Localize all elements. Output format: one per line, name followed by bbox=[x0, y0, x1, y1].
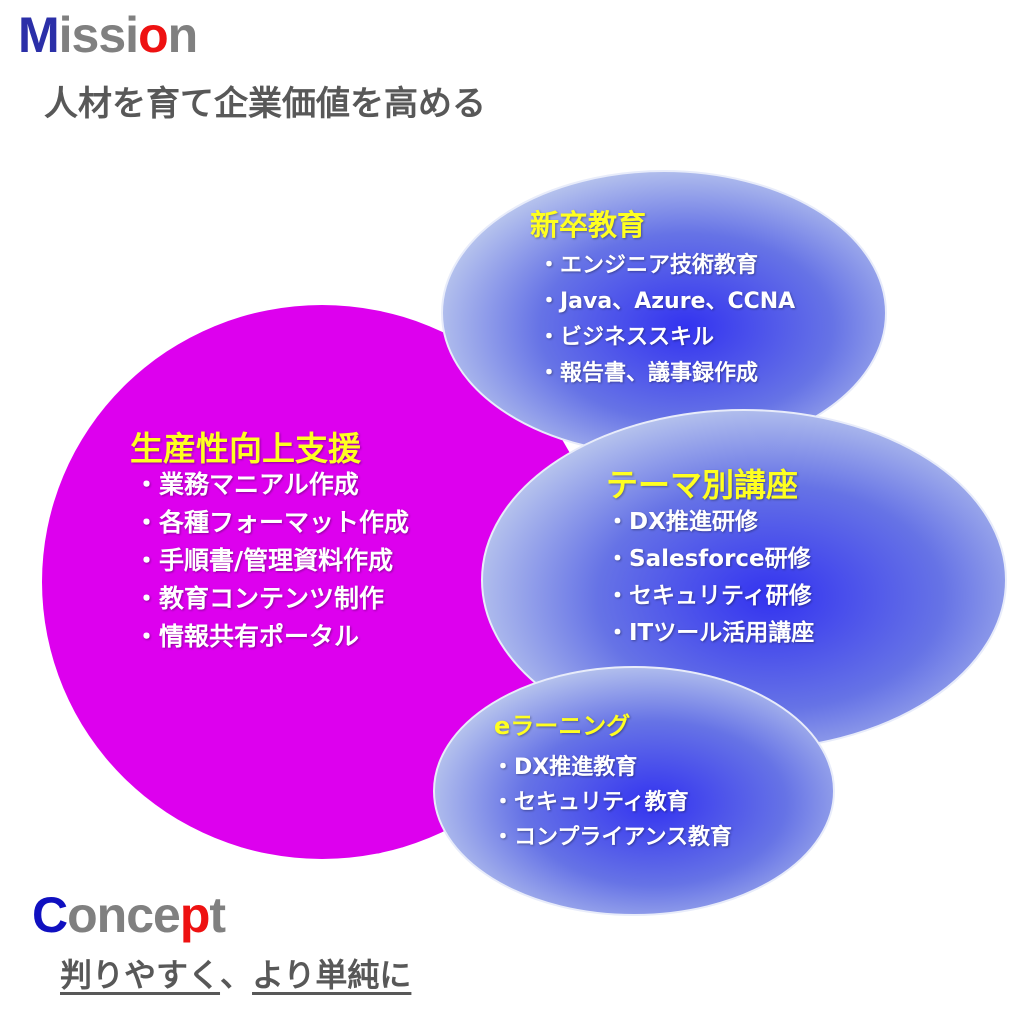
productivity-circle bbox=[42, 305, 602, 859]
list-item: ・ITツール活用講座 bbox=[606, 620, 815, 646]
elearning-title: eラーニング bbox=[494, 712, 631, 740]
list-item: ・手順書/管理資料作成 bbox=[134, 546, 394, 575]
concept-heading-part: once bbox=[67, 887, 181, 943]
list-item: ・DX推進研修 bbox=[606, 509, 758, 535]
theme-list: ・DX推進研修 ・Salesforce研修 ・セキュリティ研修 ・ITツール活用… bbox=[606, 504, 814, 652]
list-item: ・報告書、議事録作成 bbox=[538, 361, 759, 386]
list-item: ・各種フォーマット作成 bbox=[134, 508, 410, 537]
concept-statement-part: より単純に bbox=[252, 956, 412, 994]
list-item: ・Java、Azure、CCNA bbox=[538, 289, 796, 314]
concept-heading-part: C bbox=[32, 887, 68, 943]
concept-statement-part: 、 bbox=[220, 956, 253, 994]
mission-statement: 人材を育て企業価値を高める bbox=[44, 84, 486, 124]
list-item: ・Salesforce研修 bbox=[606, 546, 811, 572]
mission-heading-part: M bbox=[18, 7, 60, 63]
new-grad-title: 新卒教育 bbox=[530, 208, 647, 242]
mission-heading-part: o bbox=[138, 7, 169, 63]
list-item: ・セキュリティ教育 bbox=[492, 790, 689, 815]
theme-title: テーマ別講座 bbox=[606, 466, 799, 504]
list-item: ・エンジニア技術教育 bbox=[538, 253, 759, 278]
elearning-circle bbox=[433, 666, 835, 916]
elearning-list: ・DX推進教育 ・セキュリティ教育 ・コンプライアンス教育 bbox=[492, 750, 732, 855]
list-item: ・ビジネススキル bbox=[538, 325, 715, 350]
list-item: ・セキュリティ研修 bbox=[606, 583, 812, 609]
concept-statement: 判りやすく、より単純に bbox=[60, 950, 411, 996]
list-item: ・DX推進教育 bbox=[492, 755, 638, 780]
list-item: ・情報共有ポータル bbox=[134, 622, 360, 651]
list-item: ・コンプライアンス教育 bbox=[492, 825, 733, 850]
productivity-list: ・業務マニアル作成 ・各種フォーマット作成 ・手順書/管理資料作成 ・教育コンテ… bbox=[134, 466, 409, 656]
concept-statement-part: 判りやすく bbox=[60, 956, 221, 994]
productivity-title: 生産性向上支援 bbox=[130, 429, 361, 468]
list-item: ・業務マニアル作成 bbox=[134, 470, 359, 499]
mission-heading-part: issi bbox=[58, 7, 139, 63]
concept-heading: Concept bbox=[32, 886, 226, 944]
concept-heading-part: p bbox=[179, 887, 211, 943]
list-item: ・教育コンテンツ制作 bbox=[134, 584, 385, 613]
mission-heading: Mission bbox=[18, 6, 199, 64]
new-grad-list: ・エンジニア技術教育 ・Java、Azure、CCNA ・ビジネススキル ・報告… bbox=[538, 248, 795, 392]
mission-heading-part: n bbox=[167, 7, 199, 63]
concept-heading-part: t bbox=[209, 887, 226, 943]
